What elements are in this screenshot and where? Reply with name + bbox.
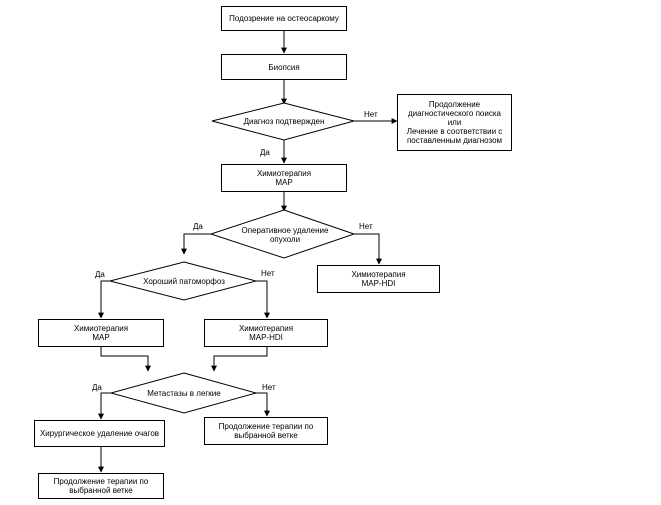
diamond-diagnosis <box>211 102 356 141</box>
edge-path-no <box>256 280 270 319</box>
label-diag-no: Нет <box>364 110 378 119</box>
node-metastases: Метастазы в легкие <box>147 388 221 398</box>
edge-path-yes <box>98 280 110 319</box>
node-chemo-map-1: Химиотерапия MAP <box>221 164 347 192</box>
node-chemo-maphdi-right: Химиотерапия MAP-HDI <box>317 265 440 293</box>
diamond-surgery <box>209 209 356 259</box>
edge-meta-no <box>256 392 270 417</box>
node-diagnosis: Диагноз подтвержден <box>243 116 325 126</box>
node-surgery-question: Оперативное удаление опухоли <box>241 226 329 244</box>
label-surg-no: Нет <box>359 222 373 231</box>
node-surgery-foci: Хирургическое удаление очагов <box>34 420 165 447</box>
diamond-metastases <box>109 372 258 414</box>
label-diag-yes: Да <box>260 148 270 157</box>
edge-surgery-no <box>354 233 382 265</box>
node-biopsy: Биопсия <box>221 54 347 80</box>
diamond-pathomorphosis <box>109 261 258 301</box>
node-continue-therapy-right: Продолжение терапии по выбранной ветке <box>204 417 328 445</box>
label-path-no: Нет <box>261 269 275 278</box>
node-continue-search: Продолжение диагностического поиска или … <box>397 94 512 151</box>
node-chemo-map-2: Химиотерапия MAP <box>38 319 164 347</box>
label-meta-yes: Да <box>92 383 102 392</box>
edge-meta-yes <box>98 392 111 420</box>
node-suspicion: Подозрение на остеосаркому <box>221 6 347 31</box>
edge-map2-meta <box>100 347 151 372</box>
label-path-yes: Да <box>95 270 105 279</box>
edge-maphdi2-meta <box>211 347 268 372</box>
label-meta-no: Нет <box>262 383 276 392</box>
node-pathomorphosis: Хороший патоморфоз <box>143 276 225 286</box>
node-continue-therapy-bottom: Продолжение терапии по выбранной ветке <box>38 473 164 499</box>
node-chemo-maphdi-2: Химиотерапия MAP-HDI <box>204 319 328 347</box>
label-surg-yes: Да <box>193 222 203 231</box>
edge-surgery-yes <box>181 233 211 255</box>
